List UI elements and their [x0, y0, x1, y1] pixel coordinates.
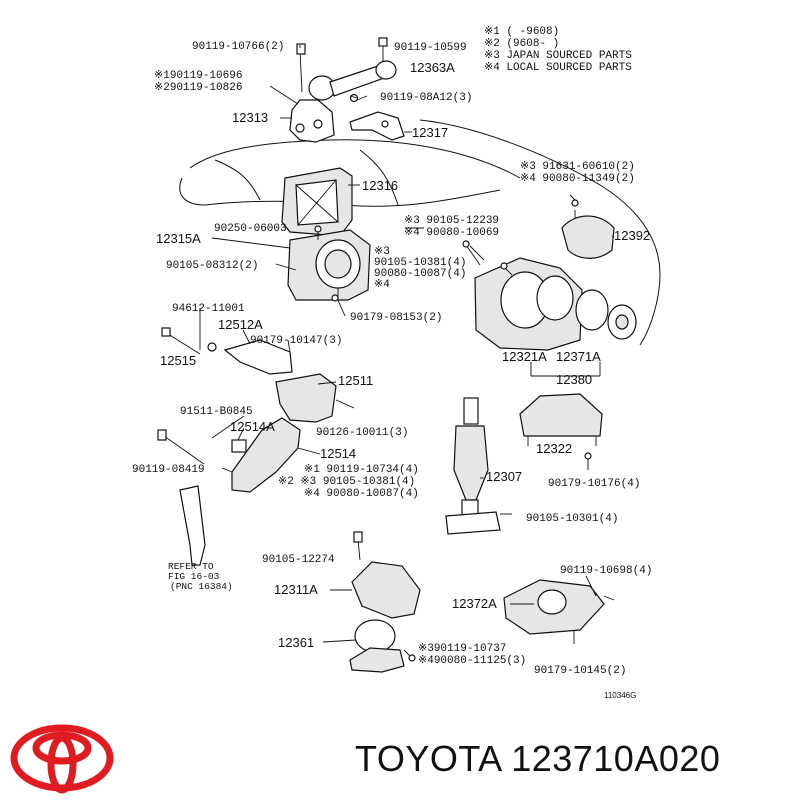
- toyota-logo-icon: [10, 724, 114, 794]
- label-12511: 12511: [338, 373, 373, 388]
- label-94612-11001: 94612-11001: [172, 303, 245, 315]
- label-90080-11349: ※4 90080-11349(2): [520, 173, 635, 185]
- label-12313: 12313: [232, 110, 268, 125]
- label-90126-10011: 90126-10011(3): [316, 427, 408, 439]
- label-sym3: ※3: [374, 246, 390, 258]
- label-90119-10766: 90119-10766(2): [192, 41, 284, 53]
- bracket-12317: [349, 111, 405, 141]
- label-90119-10698: 90119-10698(4): [560, 565, 652, 577]
- label-90105-08312: 90105-08312(2): [166, 260, 258, 272]
- mount-12372a: [503, 579, 615, 644]
- bracket-12512a: [161, 327, 293, 375]
- label-90105-10381a: 90105-10381(4): [374, 257, 466, 269]
- strap: [179, 485, 206, 566]
- label-90179-10145: 90179-10145(2): [534, 665, 626, 677]
- label-90179-10176: 90179-10176(4): [548, 478, 640, 490]
- bracket-12322: [519, 393, 603, 470]
- label-90119-10696: ※190119-10696: [154, 70, 242, 82]
- label-12361: 12361: [278, 635, 314, 650]
- label-90105-12274: 90105-12274: [262, 554, 335, 566]
- label-90119-08a12: 90119-08A12(3): [380, 92, 472, 104]
- legend-line-1: ※1 ( -9608): [484, 26, 559, 38]
- part-labels: 90119-10766(2) 90119-10599 12363A ※19011…: [132, 41, 652, 700]
- label-91511-b0845: 91511-B0845: [180, 406, 253, 418]
- label-12515: 12515: [160, 353, 196, 368]
- label-12311a: 12311A: [274, 582, 318, 597]
- legend-line-3: ※3 JAPAN SOURCED PARTS: [484, 50, 632, 62]
- label-90080-10087b: ※4 90080-10087(4): [304, 488, 419, 500]
- label-12514a: 12514A: [230, 419, 275, 434]
- label-90105-10301: 90105-10301(4): [526, 513, 618, 525]
- label-90119-08419: 90119-08419: [132, 464, 205, 476]
- figure-code: 110346G: [604, 691, 636, 700]
- leader-lines: [199, 45, 614, 643]
- engine-mount-rod-12363a: [296, 37, 397, 103]
- label-90119-10826: ※290119-10826: [154, 82, 242, 94]
- label-90119-10737: ※390119-10737: [418, 643, 506, 655]
- label-refer-fig: FIG 16-03: [168, 571, 220, 582]
- bracket-12313: [269, 85, 335, 143]
- label-refer-pnc: (PNC 16384): [170, 581, 233, 592]
- label-sym4: ※4: [374, 279, 390, 291]
- legend-line-4: ※4 LOCAL SOURCED PARTS: [484, 62, 632, 74]
- label-12380: 12380: [556, 372, 592, 387]
- label-12371a: 12371A: [556, 349, 601, 364]
- label-90105-10381b: ※2 ※3 90105-10381(4): [278, 476, 415, 488]
- mount-bracket-12321a: [462, 240, 583, 351]
- label-90105-12239: ※3 90105-12239: [404, 215, 499, 227]
- mount-12361: [349, 619, 416, 673]
- bracket-12511: [275, 373, 355, 423]
- label-90250-06003: 90250-06003: [214, 223, 287, 235]
- label-12321a: 12321A: [502, 349, 547, 364]
- bracket-12311a: [351, 531, 421, 619]
- label-12315a: 12315A: [156, 231, 201, 246]
- label-91631-60610: ※3 91631-60610(2): [520, 161, 635, 173]
- label-12392: 12392: [614, 228, 650, 243]
- label-12363a: 12363A: [410, 60, 455, 75]
- legend-line-2: ※2 (9608- ): [484, 38, 559, 50]
- label-90119-10599: 90119-10599: [394, 42, 467, 54]
- label-12307: 12307: [486, 469, 522, 484]
- label-12372a: 12372A: [452, 596, 497, 611]
- product-caption: TOYOTA 123710A020: [355, 738, 721, 779]
- insulator-12371a: [575, 289, 637, 340]
- label-12316: 12316: [362, 178, 398, 193]
- label-12514: 12514: [320, 446, 356, 461]
- label-12317: 12317: [412, 125, 448, 140]
- label-90080-10087a: 90080-10087(4): [374, 268, 466, 280]
- label-refer-to: REFER TO: [168, 561, 214, 572]
- cover-12392: [561, 199, 615, 259]
- label-90179-08153: 90179-08153(2): [350, 312, 442, 324]
- label-12322: 12322: [536, 441, 572, 456]
- bracket-12316: [281, 167, 353, 237]
- label-90119-10734: ※1 90119-10734(4): [304, 464, 419, 476]
- label-12512a: 12512A: [218, 317, 263, 332]
- label-90080-11125: ※490080-11125(3): [418, 655, 526, 667]
- label-90179-10147: 90179-10147(3): [250, 335, 342, 347]
- bracket-12315a: [275, 225, 371, 302]
- label-90080-10069: ※4 90080-10069: [404, 227, 499, 239]
- absorber-12307: [445, 397, 512, 535]
- legend: ※1 ( -9608) ※2 (9608- ) ※3 JAPAN SOURCED…: [484, 26, 632, 74]
